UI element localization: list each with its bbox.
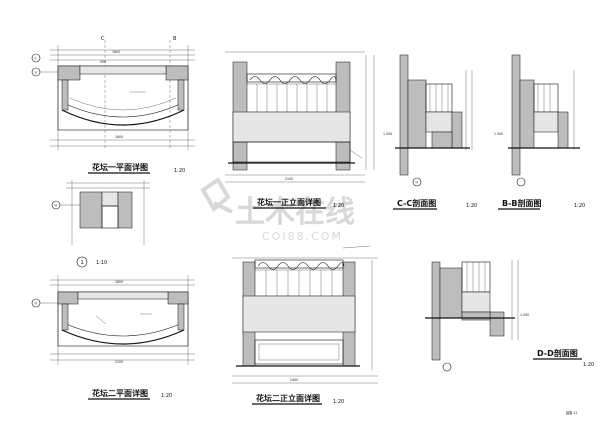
plan2-axis-h: H [35, 302, 38, 306]
section-dd-drawing: 1.500 [425, 260, 529, 372]
plan2-dim-bot: 2100 [115, 360, 123, 364]
watermark: 土木在线 COI88.COM [200, 177, 355, 243]
plan1-title: 花坛一平面详图 [92, 162, 148, 172]
plan1-axis-h: H [35, 71, 38, 75]
bb-scale: 1:20 [574, 203, 585, 209]
elev2-title: 花坛二正立面详图 [256, 393, 320, 403]
plan1-marker-b: B [173, 36, 177, 42]
watermark-sub: COI88.COM [262, 230, 343, 243]
section-bb-drawing: 1.500 [494, 54, 580, 187]
section-cc-drawing: 1.500 H [383, 54, 473, 187]
detail-axis-h: H [55, 204, 58, 208]
plan1-scale: 1:20 [174, 168, 185, 174]
elev1-drawing: 2100 [225, 51, 375, 183]
plan1-drawing: 1800 1800 900 C B F H [31, 36, 195, 150]
detail-drawing: H [51, 180, 150, 245]
sheet-number: 建施-11 [566, 410, 578, 415]
dd-elevation: 1.500 [520, 313, 529, 317]
elev1-scale: 1:20 [333, 203, 344, 209]
detail-scale: 1:10 [96, 260, 107, 266]
dd-scale: 1:20 [583, 362, 594, 368]
plan1-dim-mid: 900 [100, 60, 106, 64]
elev2-dim-bot: 2400 [290, 378, 298, 382]
plan1-marker-c: C [101, 36, 105, 42]
bb-elevation: 1.500 [494, 132, 503, 136]
plan2-scale: 1:20 [161, 393, 172, 399]
plan1-axis-f: F [35, 57, 37, 61]
dd-title: D-D剖面图 [537, 348, 578, 358]
bb-title: B-B剖面图 [502, 198, 542, 208]
plan2-title: 花坛二平面详图 [92, 388, 148, 398]
elev1-title: 花坛一正立面详图 [257, 197, 321, 207]
cc-scale: 1:20 [466, 203, 477, 209]
plan1-dim-bot: 1800 [115, 135, 123, 139]
plan2-drawing: 1800 2100 H [31, 275, 195, 365]
cc-axis-h: H [416, 181, 419, 185]
cc-elevation: 1.500 [383, 132, 392, 136]
plan1-dim-top: 1800 [112, 50, 120, 54]
elev2-scale: 1:20 [333, 399, 344, 405]
elev1-dim-bot: 2100 [285, 177, 293, 181]
detail-index: 1 [81, 260, 84, 266]
watermark-text: 土木在线 [235, 195, 355, 230]
cc-title: C-C剖面图 [397, 198, 436, 208]
elev2-drawing: 2400 [232, 245, 378, 384]
plan2-dim-top: 1800 [115, 280, 123, 284]
